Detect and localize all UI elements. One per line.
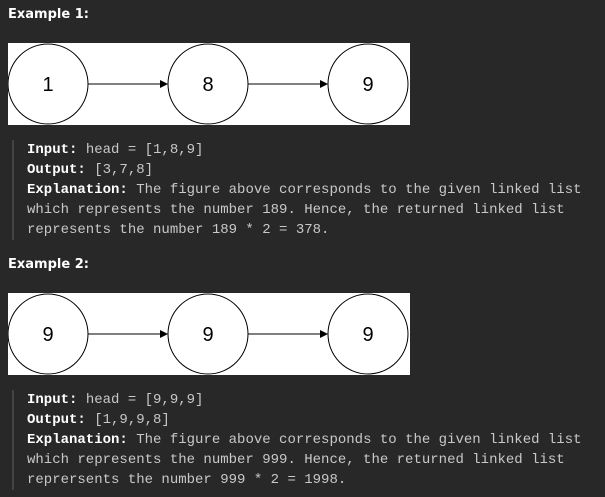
input-value: head = [9,9,9] [77,392,204,408]
linked-list-diagram: 9 9 9 [7,293,409,375]
list-node [327,43,409,125]
input-value: head = [1,8,9] [77,142,204,158]
example-title: Example 1: [8,7,89,22]
output-value: [3,7,8] [85,162,154,178]
input-label: Input: [27,142,78,158]
node-value: 9 [202,324,213,346]
node-value: 8 [202,74,213,96]
explanation-line: The figure above corresponds to the give… [127,182,582,198]
node-value: 9 [42,324,53,346]
output-value: [1,9,9,8] [85,412,170,428]
node-value: 9 [362,324,373,346]
explanation-label: Explanation: [27,182,128,198]
explanation-label: Explanation: [27,432,128,448]
explanation-line: represents the number 189 * 2 = 378. [27,222,330,238]
input-label: Input: [27,392,78,408]
list-node [327,293,409,375]
output-label: Output: [27,162,86,178]
output-label: Output: [27,412,86,428]
example-figure: 1 8 9 [7,43,410,125]
linked-list-diagram: 1 8 9 [7,43,409,125]
example-block: Input: head = [1,8,9] Output: [3,7,8] Ex… [12,140,605,240]
example-title: Example 2: [8,257,89,272]
explanation-line: The figure above corresponds to the give… [127,432,582,448]
explanation-line: reprersents the number 999 * 2 = 1998. [27,472,347,488]
explanation-line: which represents the number 999. Hence, … [27,452,565,468]
example-figure: 9 9 9 [7,293,410,375]
node-value: 9 [362,74,373,96]
example-block: Input: head = [9,9,9] Output: [1,9,9,8] … [12,390,605,490]
explanation-line: which represents the number 189. Hence, … [27,202,565,218]
node-value: 1 [42,74,53,96]
